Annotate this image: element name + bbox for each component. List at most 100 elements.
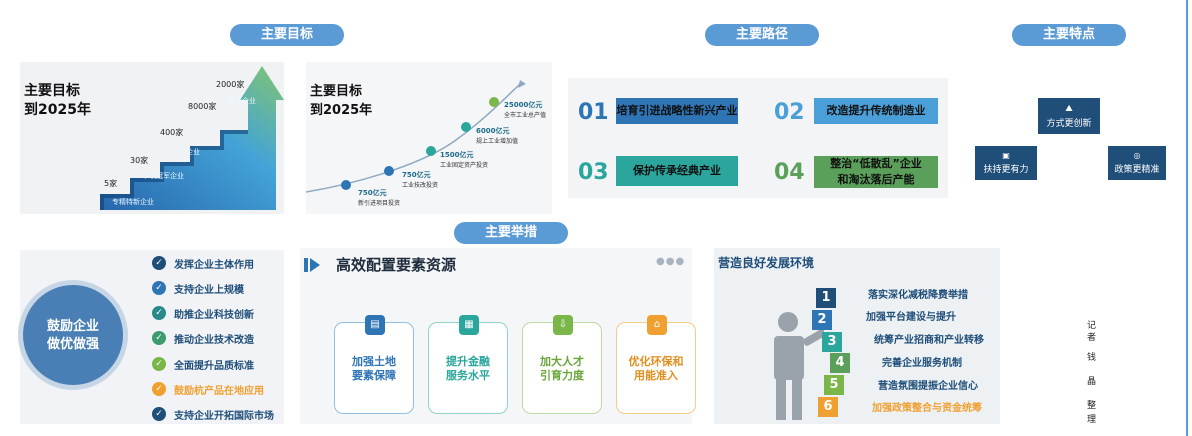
point-marker-2: [384, 166, 394, 176]
point-value-5: 25000亿元: [504, 101, 543, 109]
path-number-2: 02: [774, 100, 805, 125]
stair-count-5: 2000家: [216, 80, 245, 89]
path-number-4: 04: [774, 160, 805, 185]
measure-item-1: ✓ 发挥企业主体作用: [152, 254, 254, 272]
point-label-5: 全市工业总产值: [504, 112, 547, 119]
point-label-4: 规上工业增加值: [476, 138, 519, 145]
measure-item-3: ✓ 助推企业科技创新: [152, 304, 254, 322]
point-value-3: 1500亿元: [440, 151, 474, 159]
point-marker-1: [341, 180, 351, 190]
feature-label-3: 政策更精准: [1114, 165, 1160, 175]
credit-char-3: 钱: [1087, 353, 1097, 363]
point-value-2: 750亿元: [402, 171, 431, 179]
goal-panel-2-title: 主要目标 到2025年: [310, 84, 373, 118]
measure-item-5: ✓ 全面提升品质标准: [152, 355, 254, 373]
check-icon: ✓: [152, 256, 166, 270]
env-item-3: 统筹产业招商和产业转移: [874, 335, 984, 346]
env-number-2: 2: [812, 310, 832, 330]
credit-char-2: 者: [1087, 333, 1097, 343]
measure-item-3-label: 助推企业科技创新: [174, 309, 254, 321]
feature-box-2: ▣ 扶持更有力: [975, 146, 1037, 180]
point-value-4: 6000亿元: [476, 127, 510, 135]
env-number-4: 4: [830, 353, 850, 373]
measure-item-4: ✓ 推动企业技术改造: [152, 329, 254, 347]
env-item-6: 加强政策整合与资金统筹: [872, 403, 982, 414]
paths-panel: 01 培育引进战略性新兴产业 02 改造提升传统制造业 03 保护传承经典产业 …: [568, 78, 948, 198]
goal-panel-growth: 主要目标 到2025年 750亿元 新引进项目投资 750亿元 工业技改投资 1…: [306, 62, 552, 214]
env-item-1: 落实深化减税降费举措: [868, 290, 968, 301]
talent-icon: ⇩: [553, 315, 573, 335]
measure-item-4-label: 推动企业技术改造: [174, 334, 254, 346]
measure-item-7-label: 支持企业开拓国际市场: [174, 410, 274, 422]
check-icon: ✓: [152, 331, 166, 345]
path-box-3: 保护传承经典产业: [616, 156, 738, 186]
check-icon: ✓: [152, 382, 166, 396]
measures-header: 主要举措: [454, 222, 568, 244]
features-header: 主要特点: [1012, 24, 1126, 46]
goal-panel-1-title: 主要目标 到2025年: [24, 83, 91, 118]
measure-right-panel: 营造良好发展环境: [714, 248, 1000, 424]
path-box-4: 整治“低散乱”企业 和淘汰落后产能: [814, 156, 938, 188]
stair-count-2: 30家: [130, 156, 149, 165]
check-icon: ✓: [152, 306, 166, 320]
resource-card-4: ⌂ 优化环保和 用能准入: [616, 315, 696, 414]
env-number-5: 5: [824, 375, 844, 395]
goals-header: 主要目标: [230, 24, 344, 46]
env-number-3: 3: [822, 332, 842, 352]
point-marker-4: [461, 122, 471, 132]
point-marker-3: [426, 146, 436, 156]
credit-char-1: 记: [1087, 321, 1097, 331]
env-number-1: 1: [816, 288, 836, 308]
goal-panel-staircase: 主要目标 到2025年 5家 30家 400家 8000家 2000家 专精特新…: [20, 62, 284, 214]
resource-card-2: ▦ 提升金融 服务水平: [428, 315, 508, 414]
measure-item-6: ✓ 鼓励杭产品在地应用: [152, 380, 264, 398]
finance-icon: ▦: [459, 315, 479, 335]
land-icon: ▤: [365, 315, 385, 335]
resource-card-2-label: 提升金融 服务水平: [446, 355, 490, 382]
stair-label-5: 国高企业: [228, 97, 256, 105]
stair-count-4: 8000家: [188, 102, 217, 111]
point-label-2: 工业技改投资: [402, 182, 439, 189]
path-box-2: 改造提升传统制造业: [814, 98, 938, 124]
env-item-4: 完善企业服务机制: [882, 358, 962, 369]
measure-item-2: ✓ 支持企业上规模: [152, 279, 244, 297]
encourage-circle: [18, 280, 128, 390]
resource-card-3: ⇩ 加大人才 引育力度: [522, 315, 602, 414]
check-icon: ✓: [152, 357, 166, 371]
title-accent-bar: [304, 258, 308, 272]
feature-box-1: ⛰ 方式更创新: [1038, 98, 1100, 134]
point-value-1: 750亿元: [358, 189, 387, 197]
feature-label-1: 方式更创新: [1046, 118, 1092, 129]
point-label-1: 新引进项目投资: [358, 200, 401, 207]
stair-label-3: 规上企业: [172, 148, 200, 156]
check-icon: ✓: [152, 407, 166, 421]
measure-left-panel: 鼓励企业 做优做强: [18, 250, 284, 424]
resource-card-1: ▤ 加强土地 要素保障: [334, 315, 414, 414]
resource-card-1-label: 加强土地 要素保障: [352, 355, 396, 382]
measure-mid-title: 高效配置要素资源: [336, 256, 457, 274]
path-number-1: 01: [578, 100, 609, 125]
measure-item-5-label: 全面提升品质标准: [174, 360, 254, 372]
title-accent-arrow: [310, 258, 320, 272]
staircase-graphic: [100, 66, 284, 210]
point-marker-5: [489, 97, 499, 107]
measure-item-6-label: 鼓励杭产品在地应用: [174, 385, 264, 397]
resource-card-4-label: 优化环保和 用能准入: [628, 355, 684, 382]
stair-label-1: 专精特新企业: [112, 198, 154, 206]
env-item-2: 加强平台建设与提升: [866, 312, 956, 323]
stair-label-2: 单项冠军企业: [142, 172, 184, 180]
check-icon: ✓: [152, 281, 166, 295]
resource-card-3-label: 加大人才 引育力度: [540, 355, 584, 382]
support-icon: ▣: [1002, 151, 1010, 160]
measure-item-2-label: 支持企业上规模: [174, 284, 244, 296]
encourage-circle-text: 鼓励企业 做优做强: [46, 319, 99, 352]
measure-right-title: 营造良好发展环境: [718, 256, 815, 270]
credit-char-6: 理: [1087, 415, 1097, 425]
feature-box-3: ◎ 政策更精准: [1108, 146, 1166, 180]
credit-char-5: 整: [1087, 401, 1097, 411]
measure-item-1-label: 发挥企业主体作用: [174, 259, 254, 271]
credit-char-4: 晶: [1087, 377, 1097, 387]
stair-count-1: 5家: [104, 179, 118, 188]
stair-label-4: 规上企业: [200, 123, 228, 131]
edge-line: [1186, 0, 1188, 436]
